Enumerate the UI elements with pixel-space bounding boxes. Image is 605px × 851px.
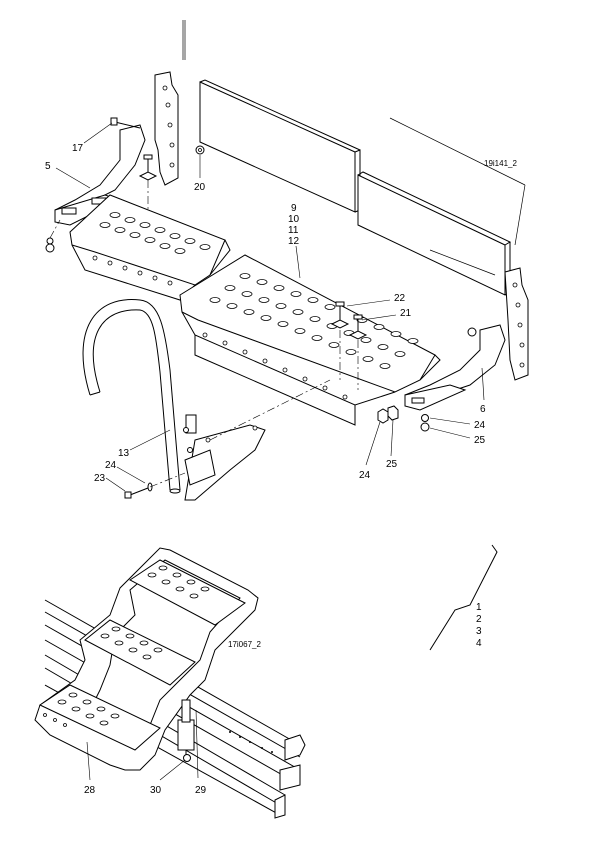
callout-25-center: 25: [386, 459, 398, 470]
callout-1: 1: [476, 602, 482, 613]
step-bracket-right: [404, 324, 506, 411]
upper-assembly: 17 5 20 19i141_2 9 10 11 12 22 21 6 24 2…: [45, 20, 529, 501]
ladder-mount-bracket: [177, 699, 195, 762]
callout-25-right: 25: [474, 435, 486, 446]
callouts-upper: 17 5 20 19i141_2 9 10 11 12 22 21 6 24 2…: [45, 143, 517, 484]
cut-line: [429, 544, 498, 651]
callout-22: 22: [394, 293, 406, 304]
callout-20: 20: [194, 182, 206, 193]
frame-lines: [182, 20, 526, 276]
mounting-plate-right: [504, 267, 529, 381]
lower-assembly: 1 2 3 4 17i067_2 28 30 29: [34, 544, 498, 819]
callout-30: 30: [150, 785, 162, 796]
callout-3: 3: [476, 626, 482, 637]
rail-mount-bracket: [184, 414, 266, 501]
callout-24-left: 24: [105, 460, 117, 471]
callout-10: 10: [288, 214, 300, 225]
callout-6: 6: [480, 404, 486, 415]
callout-17: 17: [72, 143, 84, 154]
leader-lines: [55, 122, 485, 492]
callouts-lower: 1 2 3 4 17i067_2 28 30 29: [84, 602, 482, 796]
callout-13: 13: [118, 448, 130, 459]
callout-9: 9: [291, 203, 297, 214]
callout-23: 23: [94, 473, 106, 484]
callout-28: 28: [84, 785, 96, 796]
leader-lines-lower: [86, 709, 199, 781]
callout-5: 5: [45, 161, 51, 172]
mounting-plate-left: [154, 71, 179, 186]
callout-24-center: 24: [359, 470, 371, 481]
callout-2: 2: [476, 614, 482, 625]
hand-rail: [82, 299, 181, 494]
tread-left-holes: [92, 212, 211, 286]
step-tread-main: [179, 254, 441, 426]
reference-code-lower: 17i067_2: [228, 640, 261, 649]
reference-code-upper: 19i141_2: [484, 159, 517, 168]
callout-24-right: 24: [474, 420, 486, 431]
callout-21: 21: [400, 308, 412, 319]
trim-panel-left: [199, 79, 361, 213]
fasteners: [45, 117, 477, 499]
trim-panel-right: [357, 171, 512, 296]
callout-4: 4: [476, 638, 482, 649]
callout-12: 12: [288, 236, 300, 247]
step-ladder: [34, 547, 259, 771]
callout-11: 11: [288, 225, 299, 236]
assembly-centerlines: [49, 180, 359, 488]
callout-29: 29: [195, 785, 207, 796]
tread-main-holes: [202, 273, 419, 400]
